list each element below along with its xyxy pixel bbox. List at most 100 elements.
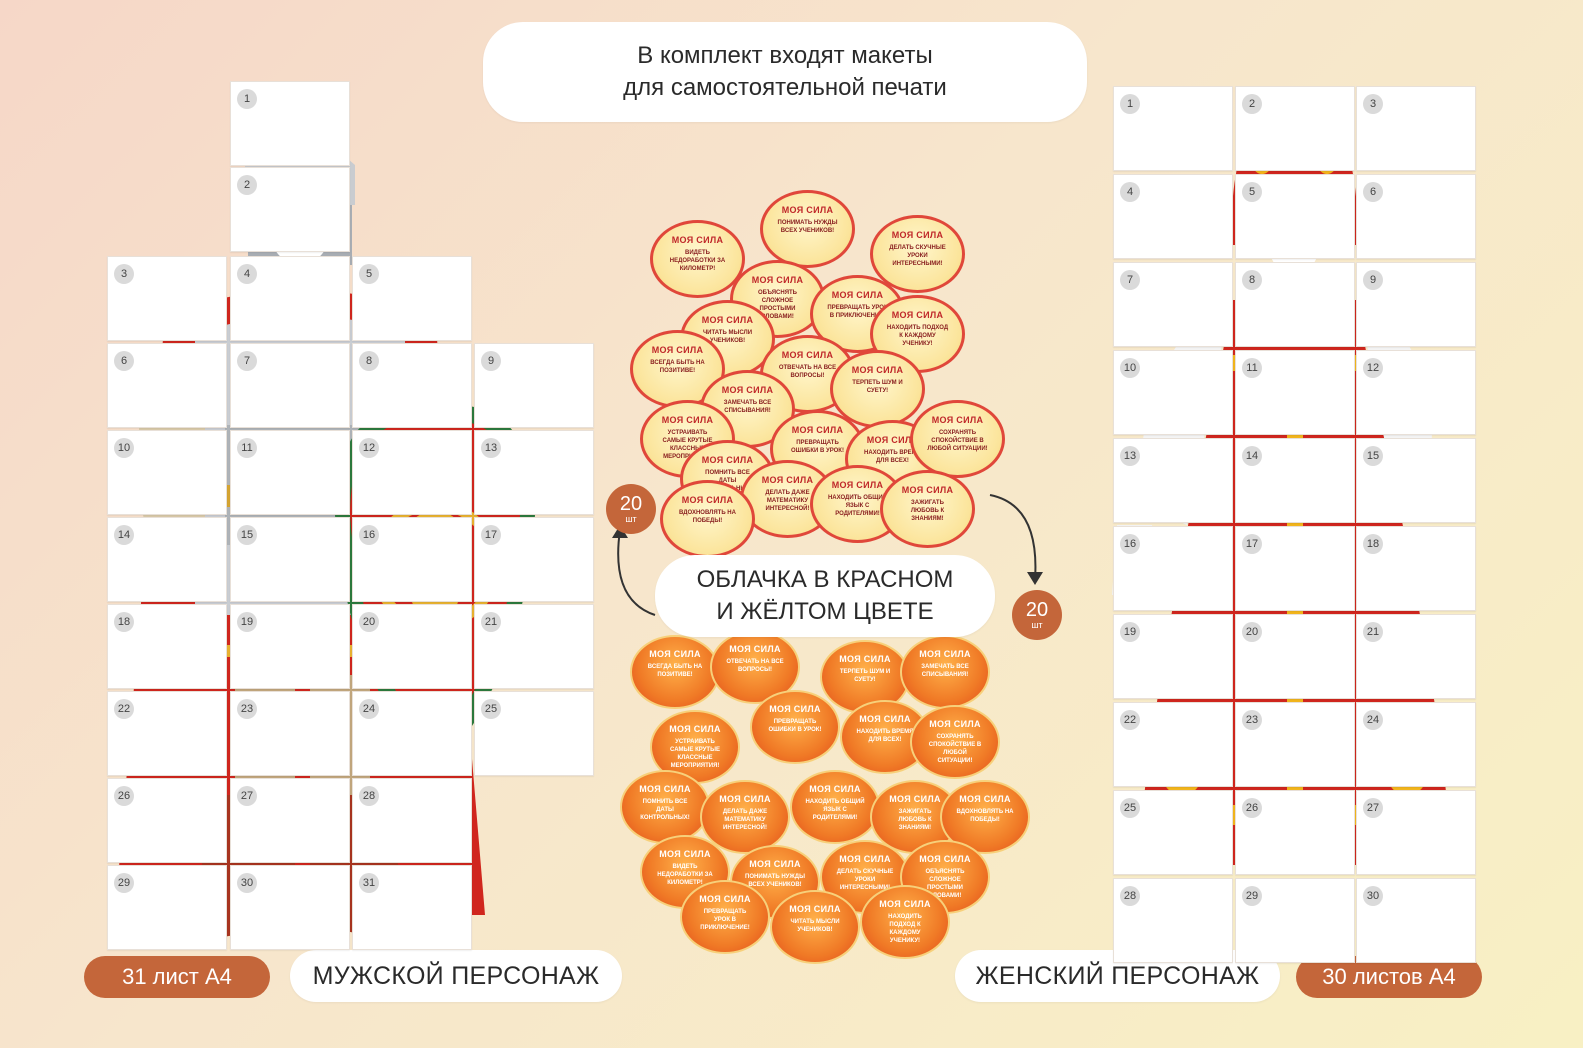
bubble-text: ВДОХНОВЛЯТЬ НА ПОБЕДЫ!: [678, 510, 736, 524]
arrow-to-red: [989, 494, 1043, 585]
female-sheet-22: 22: [1113, 702, 1233, 787]
bubble-title: МОЯ СИЛА: [751, 275, 804, 285]
sheet-number: 7: [237, 351, 257, 371]
bubble-title: МОЯ СИЛА: [661, 415, 714, 425]
sheet-number: 22: [1120, 710, 1140, 730]
sheet-number: 9: [1363, 270, 1383, 290]
bubble-text: НАХОДИТЬ ПОДХОД К КАЖДОМУ УЧЕНИКУ!: [886, 325, 949, 347]
male-sheet-24: 24: [352, 691, 472, 776]
male-sheet-10: 10: [107, 430, 227, 515]
sheet-number: 1: [237, 89, 257, 109]
male-sheet-16: 16: [352, 517, 472, 602]
bubble-title: МОЯ СИЛА: [721, 385, 774, 395]
bubble-title: МОЯ СИЛА: [789, 904, 841, 914]
female-sheet-30: 30: [1356, 878, 1476, 963]
bubble-text: ОТВЕЧАТЬ НА ВСЕ ВОПРОСЫ!: [778, 365, 837, 379]
bubble-text: ЗАМЕЧАТЬ ВСЕ СПИСЫВАНИЯ!: [723, 400, 772, 414]
yellow-bubbles-cluster: МОЯ СИЛА ВИДЕТЬ НЕДОРАБОТКИ ЗА КИЛОМЕТР! М…: [620, 190, 1005, 560]
female-sheet-13: 13: [1113, 438, 1233, 523]
yellow-count: 20: [619, 493, 643, 515]
red-bubble-2: МОЯ СИЛА ОТВЕЧАТЬ НА ВСЕ ВОПРОСЫ!: [710, 630, 800, 704]
bubble-text: ВИДЕТЬ НЕДОРАБОТКИ ЗА КИЛОМЕТР!: [657, 864, 713, 886]
bubble-title: МОЯ СИЛА: [651, 345, 704, 355]
bubbles-label: ОБЛАЧКА В КРАСНОМ И ЖЁЛТОМ ЦВЕТЕ: [655, 555, 995, 637]
sheet-number: 15: [237, 525, 257, 545]
sheet-number: 11: [1242, 358, 1262, 378]
header-line-2: для самостоятельной печати: [623, 74, 947, 101]
bubble-title: МОЯ СИЛА: [809, 784, 861, 794]
bubble-title: МОЯ СИЛА: [879, 899, 931, 909]
male-sheet-22: 22: [107, 691, 227, 776]
bubble-title: МОЯ СИЛА: [769, 704, 821, 714]
bubble-title: МОЯ СИЛА: [891, 310, 944, 320]
bubble-text: ВСЕГДА БЫТЬ НА ПОЗИТИВЕ!: [647, 664, 703, 678]
sheet-number: 21: [1363, 622, 1383, 642]
bubble-title: МОЯ СИЛА: [729, 644, 781, 654]
male-sheet-15: 15: [230, 517, 350, 602]
male-sheet-30: 30: [230, 865, 350, 950]
bubble-text: ЧИТАТЬ МЫСЛИ УЧЕНИКОВ!: [790, 919, 840, 933]
bubble-text: СОХРАНЯТЬ СПОКОЙСТВИЕ В ЛЮБОЙ СИТУАЦИИ!: [928, 734, 982, 764]
female-sheet-7: 7: [1113, 262, 1233, 347]
sheet-number: 26: [1242, 798, 1262, 818]
male-sheet-12: 12: [352, 430, 472, 515]
sheet-number: 20: [359, 612, 379, 632]
sheet-number: 8: [1242, 270, 1262, 290]
sheet-number: 3: [114, 264, 134, 284]
red-count-badge: 20 шт: [1012, 590, 1062, 640]
male-sheet-4: 4: [230, 256, 350, 341]
male-sheet-7: 7: [230, 343, 350, 428]
bubble-title: МОЯ СИЛА: [839, 654, 891, 664]
sheet-number: 14: [1242, 446, 1262, 466]
red-bubble-1: МОЯ СИЛА ВСЕГДА БЫТЬ НА ПОЗИТИВЕ!: [630, 635, 720, 709]
bubble-title: МОЯ СИЛА: [929, 719, 981, 729]
bubble-title: МОЯ СИЛА: [649, 649, 701, 659]
sheet-number: 29: [1242, 886, 1262, 906]
bubble-title: МОЯ СИЛА: [701, 455, 754, 465]
female-sheet-14: 14: [1235, 438, 1355, 523]
male-sheet-13: 13: [474, 430, 594, 515]
male-sheet-18: 18: [107, 604, 227, 689]
sheet-number: 16: [1120, 534, 1140, 554]
male-sheet-20: 20: [352, 604, 472, 689]
sheet-number: 30: [237, 873, 257, 893]
sheet-number: 12: [359, 438, 379, 458]
bubble-text: ЗАМЕЧАТЬ ВСЕ СПИСЫВАНИЯ!: [921, 664, 969, 678]
bubble-title: МОЯ СИЛА: [781, 205, 834, 215]
bubble-text: НАХОДИТЬ ОБЩИЙ ЯЗЫК С РОДИТЕЛЯМИ!: [805, 799, 865, 821]
sheet-number: 10: [114, 438, 134, 458]
bubble-title: МОЯ СИЛА: [919, 854, 971, 864]
bubble-text: ДЕЛАТЬ СКУЧНЫЕ УРОКИ ИНТЕРЕСНЫМИ!: [889, 245, 946, 267]
bubble-text: ОТВЕЧАТЬ НА ВСЕ ВОПРОСЫ!: [726, 659, 784, 673]
female-sheet-17: 17: [1235, 526, 1355, 611]
male-sheet-6: 6: [107, 343, 227, 428]
sheet-number: 23: [237, 699, 257, 719]
male-sheet-14: 14: [107, 517, 227, 602]
bubble-title: МОЯ СИЛА: [781, 350, 834, 360]
sheet-number: 13: [481, 438, 501, 458]
male-label: МУЖСКОЙ ПЕРСОНАЖ: [290, 950, 622, 1002]
bubble-title: МОЯ СИЛА: [639, 784, 691, 794]
bubble-text: ПРЕВРАЩАТЬ ОШИБКИ В УРОК!: [768, 719, 822, 733]
sheet-number: 19: [1120, 622, 1140, 642]
sheet-number: 3: [1363, 94, 1383, 114]
female-sheet-12: 12: [1356, 350, 1476, 435]
female-sheet-25: 25: [1113, 790, 1233, 875]
female-sheet-11: 11: [1235, 350, 1355, 435]
sheet-number: 18: [1363, 534, 1383, 554]
female-sheet-28: 28: [1113, 878, 1233, 963]
female-sheet-4: 4: [1113, 174, 1233, 259]
sheet-number: 6: [1363, 182, 1383, 202]
bubble-text: ВИДЕТЬ НЕДОРАБОТКИ ЗА КИЛОМЕТР!: [669, 250, 726, 272]
bubble-title: МОЯ СИЛА: [719, 794, 771, 804]
sheet-number: 24: [1363, 710, 1383, 730]
bubble-title: МОЯ СИЛА: [851, 365, 904, 375]
sheet-number: 16: [359, 525, 379, 545]
